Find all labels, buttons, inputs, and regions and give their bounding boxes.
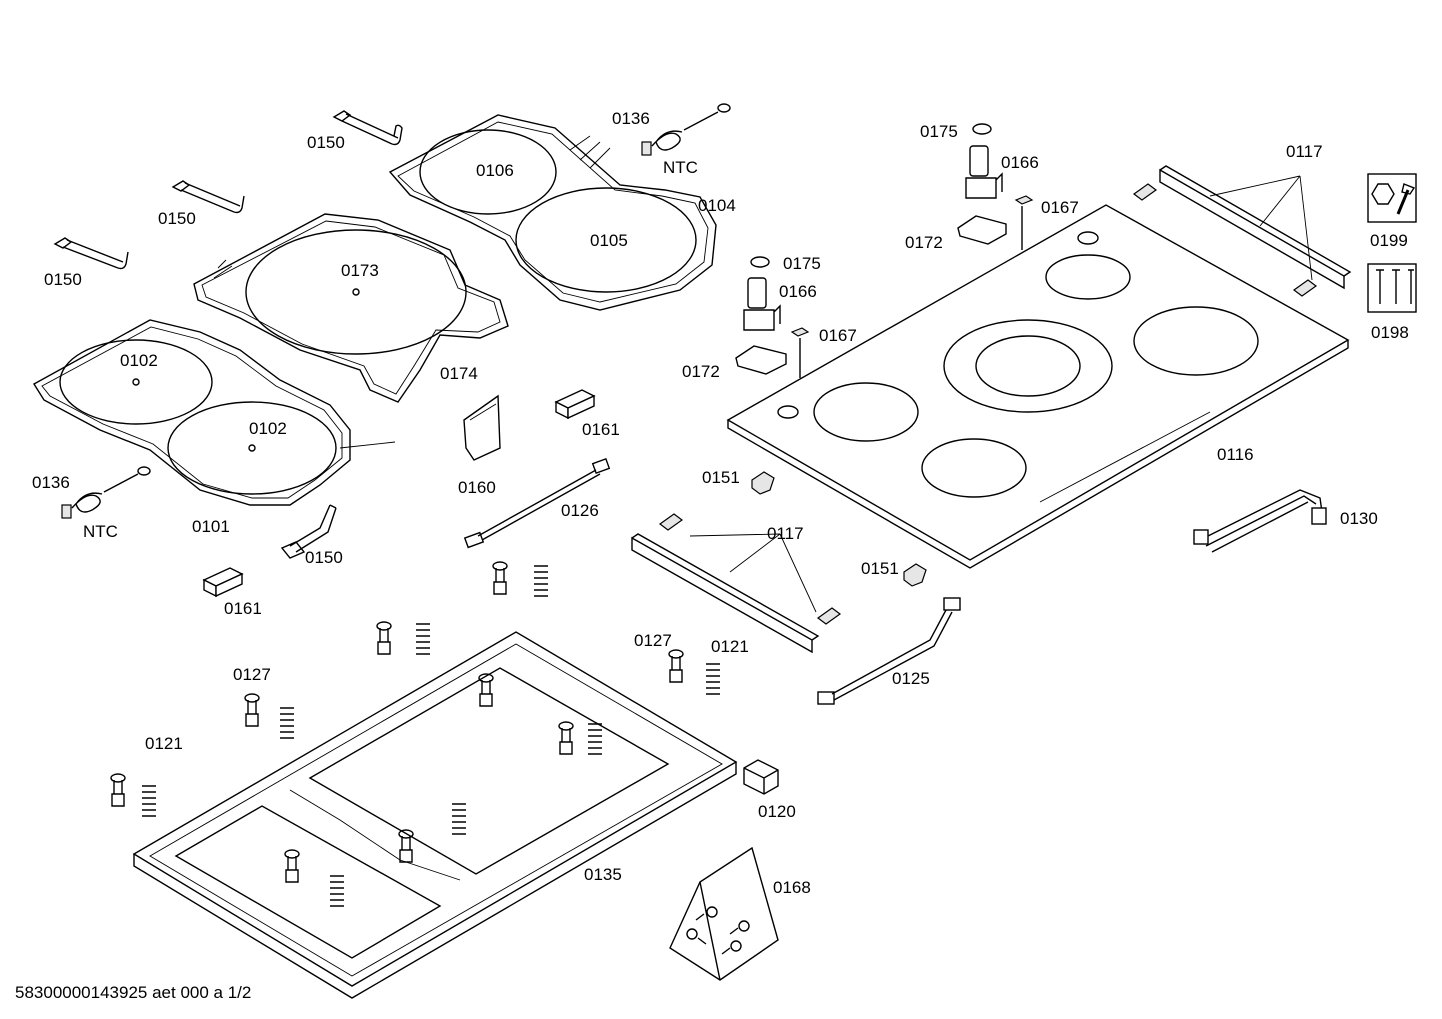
rail-0117-top[interactable] bbox=[1132, 165, 1352, 297]
label-0127-b: 0127 bbox=[233, 665, 271, 684]
clip-0151-top[interactable] bbox=[751, 471, 775, 495]
connector-0161-left[interactable] bbox=[202, 567, 244, 598]
label-0160: 0160 bbox=[458, 478, 496, 497]
hob-frame-0135[interactable] bbox=[132, 631, 738, 999]
label-0130: 0130 bbox=[1340, 509, 1378, 528]
label-0127-a: 0127 bbox=[634, 631, 672, 650]
label-0101: 0101 bbox=[192, 517, 230, 536]
label-ntc-a: NTC bbox=[663, 158, 698, 177]
label-0120: 0120 bbox=[758, 802, 796, 821]
label-0106: 0106 bbox=[476, 161, 514, 180]
label-0121-a: 0121 bbox=[711, 637, 749, 656]
label-0173: 0173 bbox=[341, 261, 379, 280]
carrier-plate-0101[interactable] bbox=[33, 319, 396, 506]
label-0104: 0104 bbox=[698, 196, 736, 215]
label-0150-a: 0150 bbox=[307, 133, 345, 152]
label-0175-a: 0175 bbox=[920, 122, 958, 141]
label-0198: 0198 bbox=[1371, 323, 1409, 342]
label-0105: 0105 bbox=[590, 231, 628, 250]
spring-0121[interactable] bbox=[142, 565, 720, 907]
label-0102-b: 0102 bbox=[249, 419, 287, 438]
label-0166-a: 0166 bbox=[1001, 153, 1039, 172]
foot-0127[interactable] bbox=[110, 561, 684, 883]
label-0151-b: 0151 bbox=[861, 559, 899, 578]
screw-bag-0168[interactable] bbox=[669, 846, 779, 981]
label-0135: 0135 bbox=[584, 865, 622, 884]
label-0161-a: 0161 bbox=[582, 420, 620, 439]
label-0199: 0199 bbox=[1370, 231, 1408, 250]
cable-0126[interactable] bbox=[463, 458, 611, 549]
connector-0161-right[interactable] bbox=[554, 389, 596, 420]
label-0167-a: 0167 bbox=[1041, 198, 1079, 217]
label-0151-a: 0151 bbox=[702, 468, 740, 487]
label-0116: 0116 bbox=[1217, 445, 1254, 464]
ntc-sensor-bottom[interactable] bbox=[61, 466, 151, 519]
sensor-assembly-top[interactable] bbox=[957, 123, 1034, 250]
clip-0151-bottom[interactable] bbox=[903, 563, 927, 587]
cable-0150-low[interactable] bbox=[53, 237, 129, 270]
bracket-0160[interactable] bbox=[463, 394, 501, 461]
label-0166-b: 0166 bbox=[779, 282, 817, 301]
label-0150-d: 0150 bbox=[305, 548, 343, 567]
cable-0130[interactable] bbox=[1193, 489, 1327, 553]
label-0172-b: 0172 bbox=[682, 362, 720, 381]
label-0117-a: 0117 bbox=[1286, 142, 1323, 161]
cable-0150-top[interactable] bbox=[332, 110, 403, 146]
document-footer: 58300000143925 aet 000 a 1/2 bbox=[15, 983, 251, 1002]
label-0121-b: 0121 bbox=[145, 734, 183, 753]
label-0150-c: 0150 bbox=[44, 270, 82, 289]
rail-0117-bottom[interactable] bbox=[631, 513, 842, 654]
label-0174: 0174 bbox=[440, 364, 478, 383]
label-0136-b: 0136 bbox=[32, 473, 70, 492]
label-0150-b: 0150 bbox=[158, 209, 196, 228]
clip-0120[interactable] bbox=[743, 759, 779, 795]
label-0125: 0125 bbox=[892, 669, 930, 688]
label-ntc-b: NTC bbox=[83, 522, 118, 541]
label-0175-b: 0175 bbox=[783, 254, 821, 273]
carrier-plate-0174[interactable] bbox=[193, 213, 509, 403]
label-0161-b: 0161 bbox=[224, 599, 262, 618]
part-labels: 0150 0150 0150 0150 0136 0136 NTC NTC 01… bbox=[32, 109, 1409, 897]
label-0168: 0168 bbox=[773, 878, 811, 897]
cable-0125[interactable] bbox=[817, 597, 961, 705]
screws-icon[interactable] bbox=[1367, 263, 1417, 313]
label-0167-b: 0167 bbox=[819, 326, 857, 345]
ntc-sensor-top[interactable] bbox=[641, 103, 731, 156]
sensor-assembly-bottom[interactable] bbox=[735, 256, 810, 378]
cable-0150-bottom[interactable] bbox=[280, 504, 337, 559]
label-0102-a: 0102 bbox=[120, 351, 158, 370]
wrench-nut-icon[interactable] bbox=[1367, 173, 1417, 223]
label-0126: 0126 bbox=[561, 501, 599, 520]
label-0136-a: 0136 bbox=[612, 109, 650, 128]
cable-0150-mid[interactable] bbox=[171, 180, 245, 214]
label-0117-b: 0117 bbox=[767, 524, 804, 543]
heating-element-tray-0104[interactable] bbox=[388, 114, 717, 311]
label-0172-a: 0172 bbox=[905, 233, 943, 252]
glass-ceramic-hob-0116[interactable] bbox=[726, 204, 1350, 569]
